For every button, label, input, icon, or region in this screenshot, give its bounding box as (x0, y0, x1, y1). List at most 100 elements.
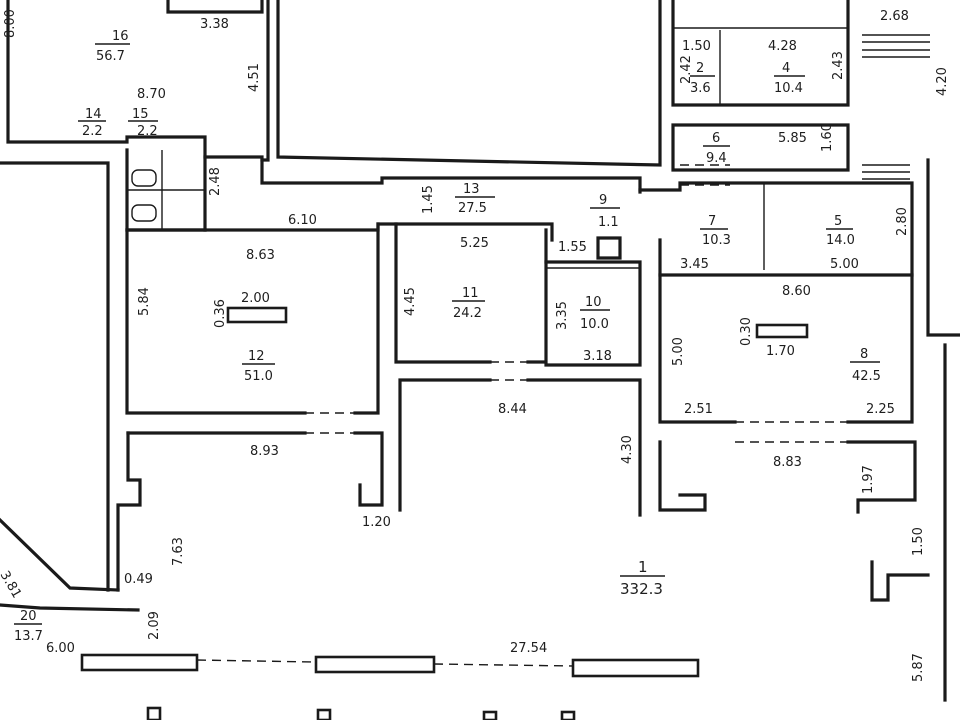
wall-hall-1-pier-e (658, 440, 707, 512)
dim-label: 2.68 (880, 9, 909, 24)
wall-room-11 (394, 222, 492, 364)
dim-label: 1.97 (861, 465, 876, 494)
dim-label: 0.30 (739, 317, 754, 346)
toilet-1 (131, 169, 157, 187)
room-2-area: 3.6 (690, 81, 711, 96)
dim-label: 4.45 (403, 287, 418, 316)
room-11-area: 24.2 (453, 306, 482, 321)
wall-hall-1-pier-d (658, 238, 737, 424)
wall-rooms-7-5 (638, 181, 914, 277)
dim-label: 5.85 (778, 131, 807, 146)
wall-east-bay (926, 158, 960, 337)
room-5-area: 14.0 (826, 233, 855, 248)
room-8-area: 42.5 (852, 369, 881, 384)
dim-label: 4.51 (247, 63, 262, 92)
room-20-area: 13.7 (14, 629, 43, 644)
column-4 (560, 710, 576, 720)
dim-label: 8.70 (137, 87, 166, 102)
room-12-area: 51.0 (244, 369, 273, 384)
room-10-number: 10 (585, 295, 602, 310)
wall-rooms-2-4 (671, 0, 850, 107)
room-13-area: 27.5 (458, 201, 487, 216)
dim-label: 2.42 (679, 55, 694, 84)
room-9-area: 1.1 (598, 215, 619, 230)
wall-room-10 (544, 260, 642, 367)
room-16-number: 16 (112, 29, 129, 44)
wall-corner-20 (0, 517, 120, 592)
wall-left-outer (0, 161, 110, 592)
room-15-area: 2.2 (137, 124, 158, 139)
stairs (862, 34, 930, 180)
dim-label: 6.10 (288, 213, 317, 228)
dim-label: 3.18 (583, 349, 612, 364)
dim-label: 8.60 (782, 284, 811, 299)
dim-label: 3.35 (555, 301, 570, 330)
dim-label: 4.30 (620, 435, 635, 464)
wall-room-12 (125, 228, 307, 415)
dim-label: 1.50 (682, 39, 711, 54)
dim-label: 8.93 (250, 444, 279, 459)
dim-label: 8.63 (246, 248, 275, 263)
dim-label: 6.00 (46, 641, 75, 656)
dim-label: 4.20 (935, 67, 950, 96)
column-1 (146, 706, 162, 720)
dim-label: 2.48 (208, 167, 223, 196)
room-15-number: 15 (132, 107, 149, 122)
dim-label: 1.20 (362, 515, 391, 530)
room-7-number: 7 (708, 214, 716, 229)
dim-label: 1.60 (820, 123, 835, 152)
room-10-area: 10.0 (580, 317, 609, 332)
beam-room-12 (226, 306, 288, 324)
wall-room-16-top (166, 0, 264, 14)
wall-hall-1-pier-f (846, 273, 914, 424)
room-12-number: 12 (248, 349, 265, 364)
dim-label: 3.45 (680, 257, 709, 272)
dim-label: 5.25 (460, 236, 489, 251)
room-labels: 16 56.7 14 2.2 15 2.2 13 27.5 12 51.0 11… (14, 29, 881, 644)
dim-label: 8.44 (498, 402, 527, 417)
wall-room-9 (596, 236, 622, 260)
wall-top-large (276, 0, 662, 167)
room-6-area: 9.4 (706, 151, 727, 166)
dim-label: 3.38 (200, 17, 229, 32)
dim-label: 5.84 (137, 287, 152, 316)
dim-label: 1.50 (911, 527, 926, 556)
dim-label: 4.28 (768, 39, 797, 54)
dim-label: 2.51 (684, 402, 713, 417)
dim-label: 0.36 (213, 299, 228, 328)
dim-label: 2.09 (147, 611, 162, 640)
room-1-area: 332.3 (620, 580, 663, 598)
toilet-2 (131, 204, 157, 222)
wall-hall-1-west (116, 431, 142, 592)
room-4-number: 4 (782, 61, 790, 76)
room-7-area: 10.3 (702, 233, 731, 248)
openings (196, 164, 848, 667)
wall-room-16-east (260, 0, 270, 162)
dim-label: 5.00 (830, 257, 859, 272)
room-2-number: 2 (696, 61, 704, 76)
room-6-number: 6 (712, 131, 720, 146)
dim-label: 2.80 (895, 207, 910, 236)
dim-label: 1.55 (558, 240, 587, 255)
dim-label: 27.54 (510, 641, 547, 656)
wall-room-16 (6, 0, 207, 232)
storefront-pier-3 (571, 658, 700, 678)
wall-hall-1-pier-g (846, 440, 917, 514)
dim-label: 5.00 (671, 337, 686, 366)
room-1-number: 1 (638, 558, 648, 576)
storefront-pier-2 (314, 655, 436, 674)
dim-label: 5.87 (911, 653, 926, 682)
room-13-number: 13 (463, 182, 480, 197)
dim-label: 3.81 (0, 569, 24, 602)
wall-hall-1-pier-c (526, 378, 642, 517)
column-3 (482, 710, 498, 720)
column-2 (316, 708, 332, 720)
dim-label: 8.00 (3, 9, 18, 38)
wall-bottom-left (0, 603, 140, 612)
dim-label: 1.70 (766, 344, 795, 359)
wall-room-6 (671, 123, 850, 172)
wall-hall-1-pier-b (398, 378, 492, 512)
room-14-area: 2.2 (82, 124, 103, 139)
